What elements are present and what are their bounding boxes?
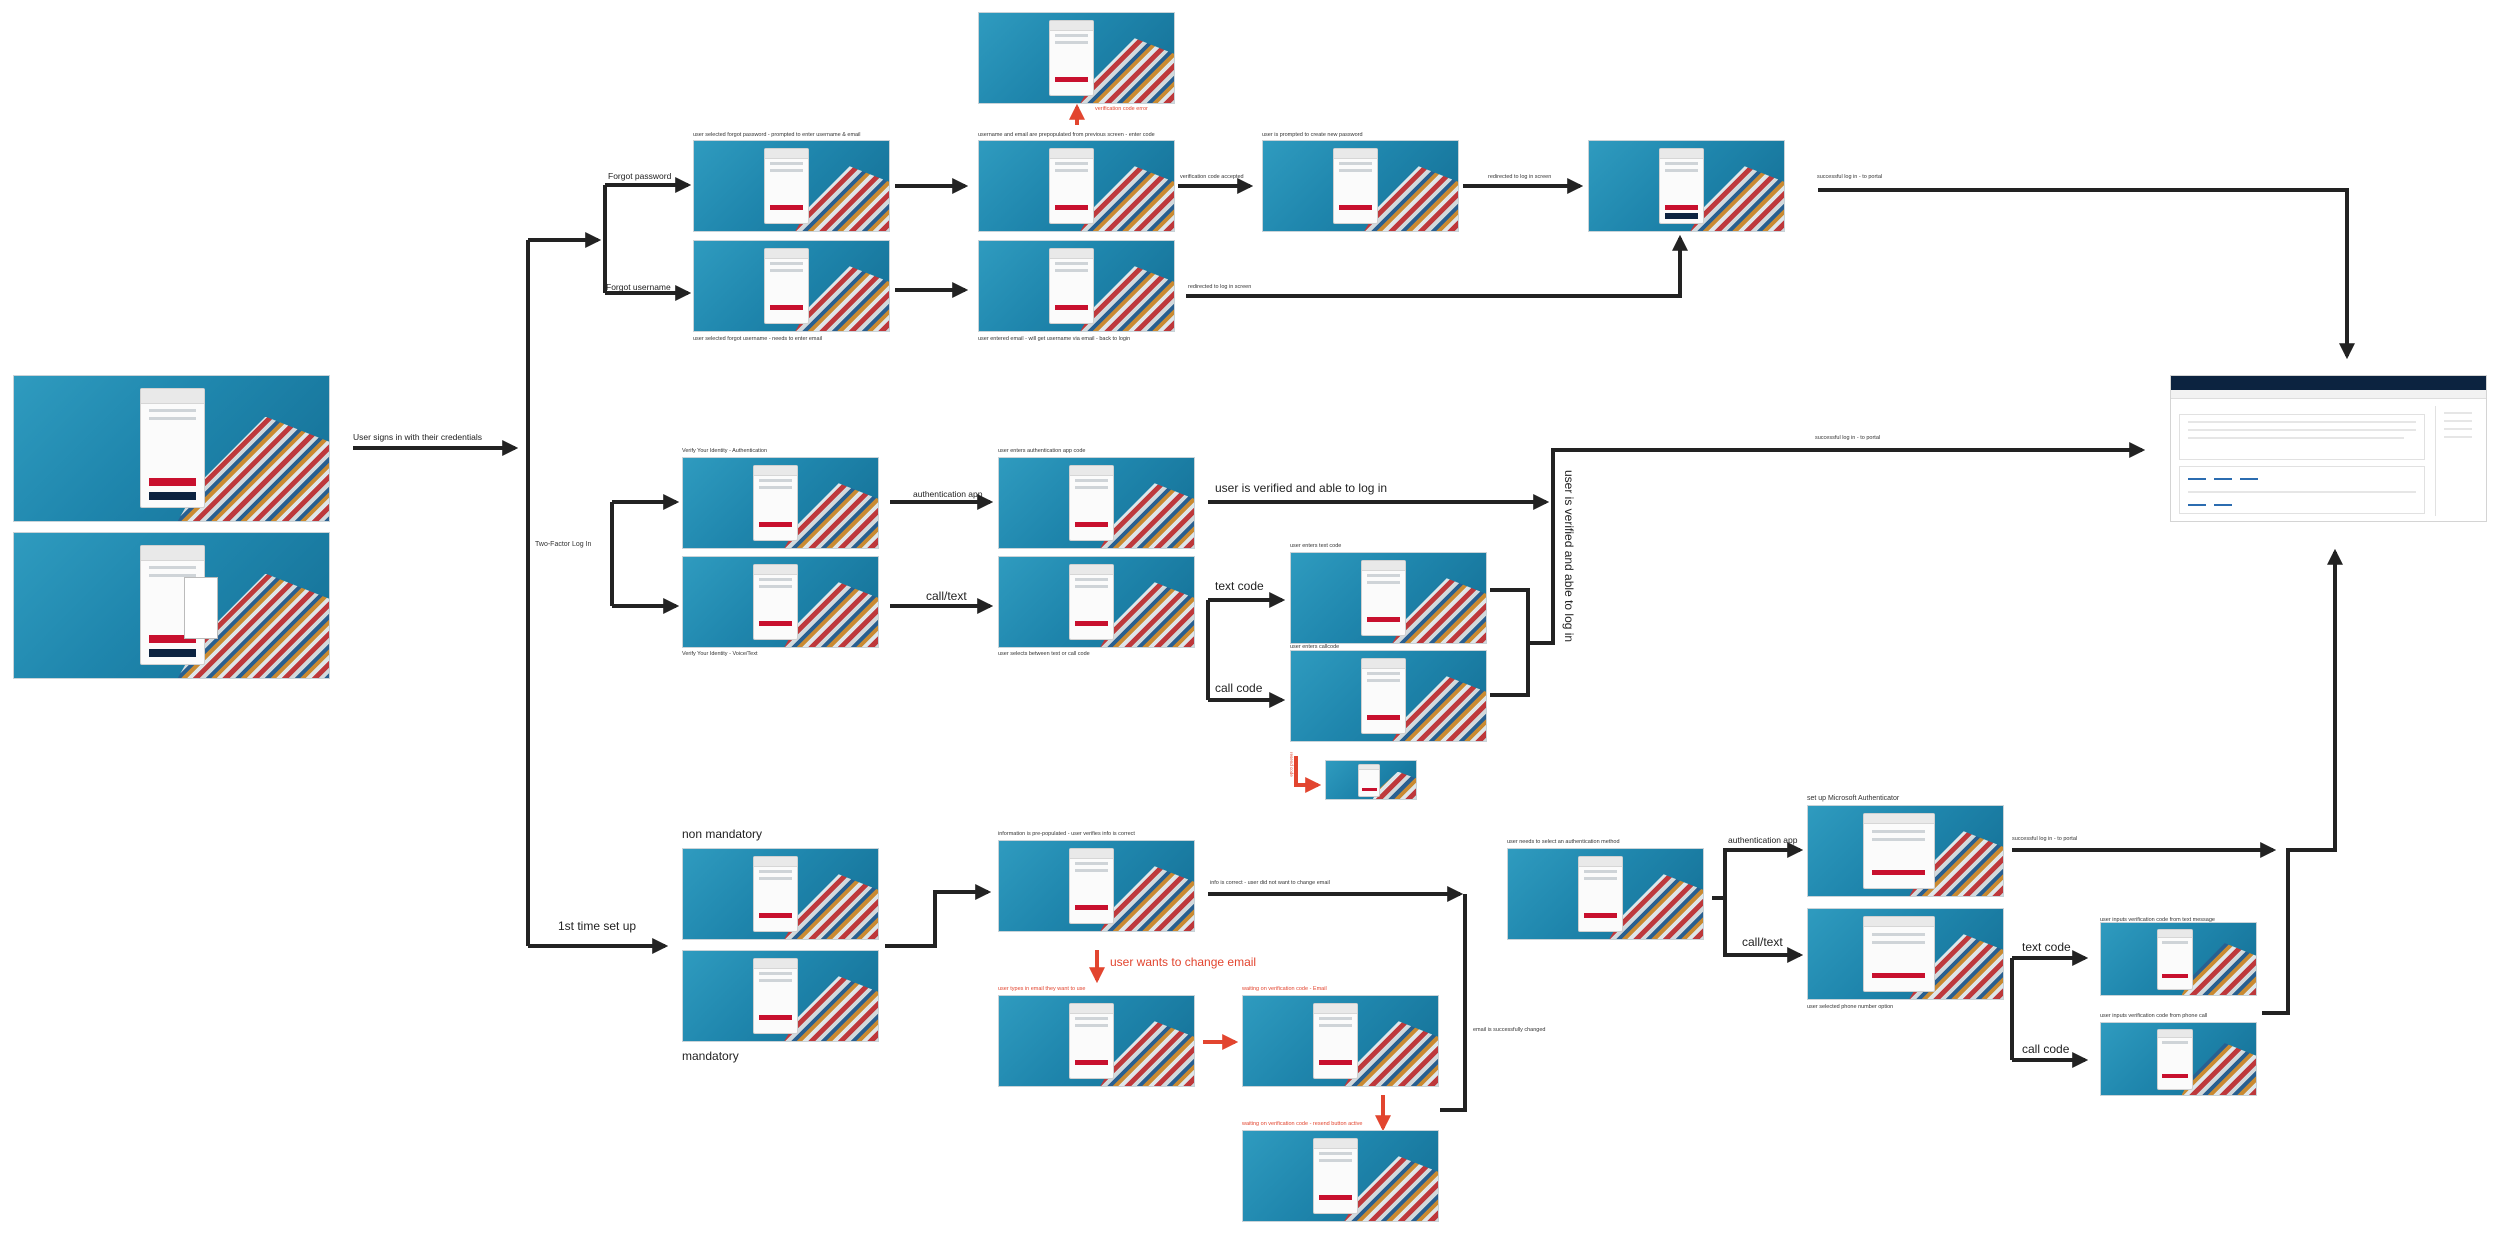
login-screen	[13, 375, 330, 522]
forgot-username-screen	[693, 240, 890, 332]
caption-inputs-call-code: user inputs verification code from phone…	[2100, 1013, 2208, 1019]
arrow-top-to-dashboard	[1818, 188, 2355, 360]
edge-label-code-accepted: verification code accepted	[1180, 174, 1244, 180]
non-mandatory-screen	[682, 848, 879, 940]
caption-create-password: user is prompted to create new password	[1262, 132, 1363, 138]
login-screen-after-reset	[1588, 140, 1785, 232]
edge-label-success-mid: successful log in - to portal	[1815, 435, 1881, 441]
arrow-select-branch	[1712, 842, 1804, 900]
caption-select-method: user needs to select an authentication m…	[1507, 839, 1620, 845]
label-non-mandatory: non mandatory	[682, 827, 763, 841]
caption-selected-phone: user selected phone number option	[1807, 1004, 1894, 1010]
edge-label-code-error: verification code error	[1095, 106, 1148, 112]
verify-voice-screen	[682, 556, 879, 648]
resend-screen	[1325, 760, 1417, 800]
create-password-screen	[1262, 140, 1459, 232]
label-mandatory: mandatory	[682, 1049, 739, 1063]
portal-dashboard-screen	[2170, 375, 2487, 522]
mandatory-screen	[682, 950, 879, 1042]
edge-label-user-verified: user is verified and able to log in	[1215, 481, 1388, 495]
input-call-code-screen	[2100, 1022, 2257, 1096]
edge-label-text-code-2: text code	[2022, 940, 2071, 954]
select-method-screen	[1507, 848, 1704, 940]
new-email-screen	[998, 995, 1195, 1087]
caption-verify-voice: Verify Your Identity - Voice/Text	[682, 651, 758, 657]
arrow-email-changed	[1440, 894, 1467, 1112]
edge-label-user-wants-change: user wants to change email	[1110, 955, 1257, 969]
caption-entered-email: user entered email - will get username v…	[978, 336, 1131, 342]
caption-selects-text-call: user selects between text or call code	[998, 651, 1090, 657]
text-or-call-screen	[998, 556, 1195, 648]
edge-label-user-verified-vertical: user is verified and able to log in	[1562, 470, 1576, 643]
arrow-to-dashboard-bottom	[2262, 548, 2343, 1015]
edge-label-email-changed: email is successfully changed	[1473, 1027, 1546, 1033]
info-prepopulated-screen	[998, 840, 1195, 932]
edge-label-first-time: 1st time set up	[558, 919, 637, 933]
arrow-nonmandatory-merge	[885, 884, 992, 948]
waiting-email-screen	[1242, 995, 1439, 1087]
caption-enters-app-code: user enters authentication app code	[998, 448, 1086, 454]
edge-label-call-code: call code	[1215, 681, 1263, 695]
edge-label-redirected-2: redirected to log in screen	[1188, 284, 1252, 290]
edge-label-resend: resend code	[1289, 752, 1294, 777]
edge-label-user-signs-in: User signs in with their credentials	[353, 432, 482, 442]
edge-label-call-text: call/text	[926, 589, 967, 603]
caption-inputs-text-code: user inputs verification code from text …	[2100, 917, 2215, 923]
caption-types-new-email: user types in email they want to use	[998, 986, 1086, 992]
forgot-password-screen	[693, 140, 890, 232]
text-code-screen	[1290, 552, 1487, 644]
login-screen-tooltip	[13, 532, 330, 679]
input-text-code-screen	[2100, 922, 2257, 996]
edge-label-forgot-username: Forgot username	[606, 282, 671, 292]
edge-label-success-bottom: successful log in - to portal	[2012, 836, 2078, 842]
caption-prepopulated: username and email are prepopulated from…	[978, 132, 1155, 138]
entered-email-screen	[978, 240, 1175, 332]
edge-label-call-code-2: call code	[2022, 1042, 2070, 1056]
verification-error-screen	[978, 12, 1175, 104]
caption-forgot-username: user selected forgot username - needs to…	[693, 336, 823, 342]
arrow-entered-to-login	[1186, 234, 1688, 298]
prepopulated-code-screen	[978, 140, 1175, 232]
call-code-screen	[1290, 650, 1487, 742]
caption-enters-text-code: user enters text code	[1290, 543, 1342, 549]
waiting-resend-screen	[1242, 1130, 1439, 1222]
phone-option-screen	[1807, 908, 2004, 1000]
edge-label-authentication-app: authentication app	[913, 489, 983, 499]
caption-forgot-password: user selected forgot password - prompted…	[693, 132, 861, 138]
edge-label-info-correct: info is correct - user did not want to c…	[1210, 880, 1330, 886]
setup-authenticator-screen	[1807, 805, 2004, 897]
edge-label-success-top: successful log in - to portal	[1817, 174, 1883, 180]
caption-waiting-resend: waiting on verification code - resend bu…	[1242, 1121, 1363, 1127]
edge-label-text-code: text code	[1215, 579, 1264, 593]
edge-label-redirected: redirected to log in screen	[1488, 174, 1552, 180]
caption-verify-auth: Verify Your Identity - Authentication	[682, 448, 768, 454]
edge-label-call-text-2: call/text	[1742, 935, 1783, 949]
edge-label-authentication-app-2: authentication app	[1728, 835, 1798, 845]
verify-auth-screen	[682, 457, 879, 549]
edge-label-two-factor: Two-Factor Log In	[535, 541, 592, 548]
app-code-screen	[998, 457, 1195, 549]
merge-text-code	[1490, 588, 1530, 697]
caption-waiting-email: waiting on verification code - Email	[1242, 986, 1327, 992]
caption-setup-authenticator: set up Microsoft Authenticator	[1807, 795, 1900, 802]
caption-enters-call-code: user enters callcode	[1290, 644, 1340, 650]
edge-label-forgot-password: Forgot password	[608, 171, 672, 181]
arrow-resend	[1294, 756, 1322, 793]
merge-to-verified	[1528, 442, 2146, 645]
caption-info-prepopulated: information is pre-populated - user veri…	[998, 831, 1135, 837]
